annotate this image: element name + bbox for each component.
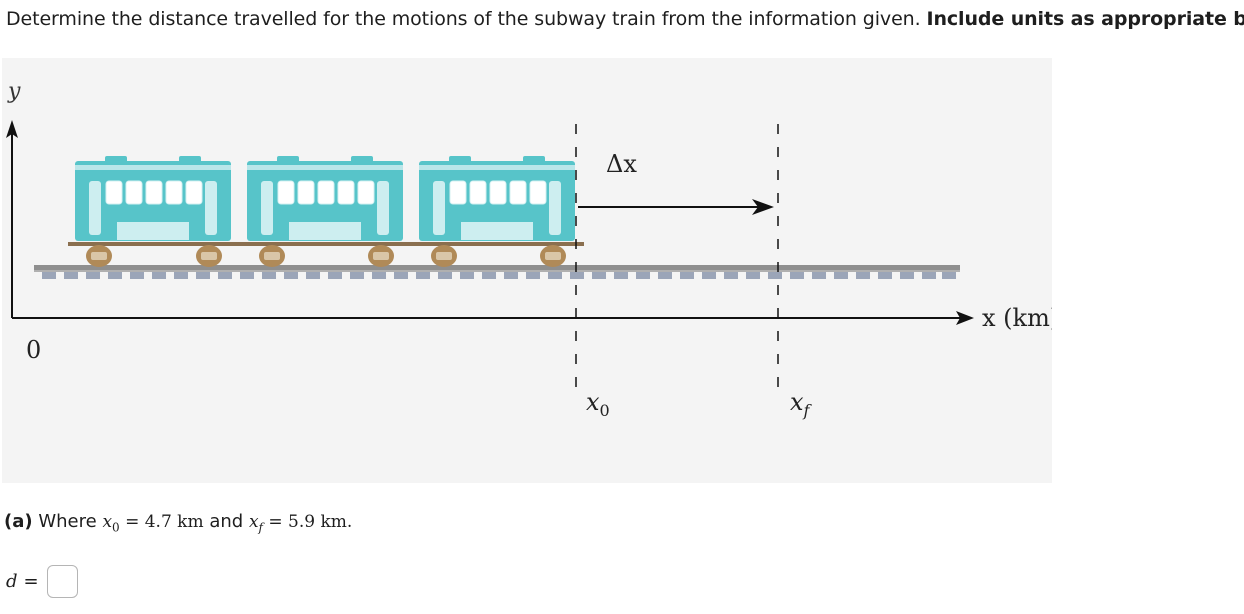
answer-equals: = [23, 571, 39, 592]
origin-label: 0 [26, 336, 41, 364]
y-axis-arrowhead [6, 120, 18, 138]
x0-label: x0 [586, 388, 610, 420]
answer-input[interactable] [46, 565, 78, 598]
train-car-1 [74, 155, 232, 242]
part-a-prompt: (a) Where x0 = 4.7 km and xf = 5.9 km. [4, 511, 352, 534]
x-axis-arrowhead [956, 311, 974, 325]
delta-x-label: Δx [606, 150, 637, 178]
xf-label: xf [790, 388, 813, 420]
rail-track [34, 265, 960, 279]
subway-figure: y x (km) 0 Δx x0 xf [2, 58, 1052, 483]
x0-expression: x0 = 4.7 km [102, 512, 204, 535]
part-a-and: and [209, 511, 244, 532]
answer-variable: d [6, 571, 18, 592]
question-text: Determine the distance travelled for the… [6, 8, 1244, 30]
x-axis-label: x (km) [982, 304, 1052, 332]
question-emphasis: Include units as appropriate below. [926, 8, 1244, 30]
subway-train [68, 155, 584, 267]
answer-row: d = [6, 565, 78, 598]
train-car-3 [418, 155, 576, 242]
delta-x-arrowhead [752, 199, 774, 215]
train-car-2 [246, 155, 404, 242]
part-a-tag: (a) [4, 511, 33, 532]
question-main: Determine the distance travelled for the… [6, 8, 921, 30]
xf-expression: xf = 5.9 km. [248, 512, 353, 535]
y-axis-label: y [7, 79, 21, 104]
part-a-where: Where [38, 511, 97, 532]
figure-svg: y x (km) 0 Δx x0 xf [6, 79, 1052, 420]
